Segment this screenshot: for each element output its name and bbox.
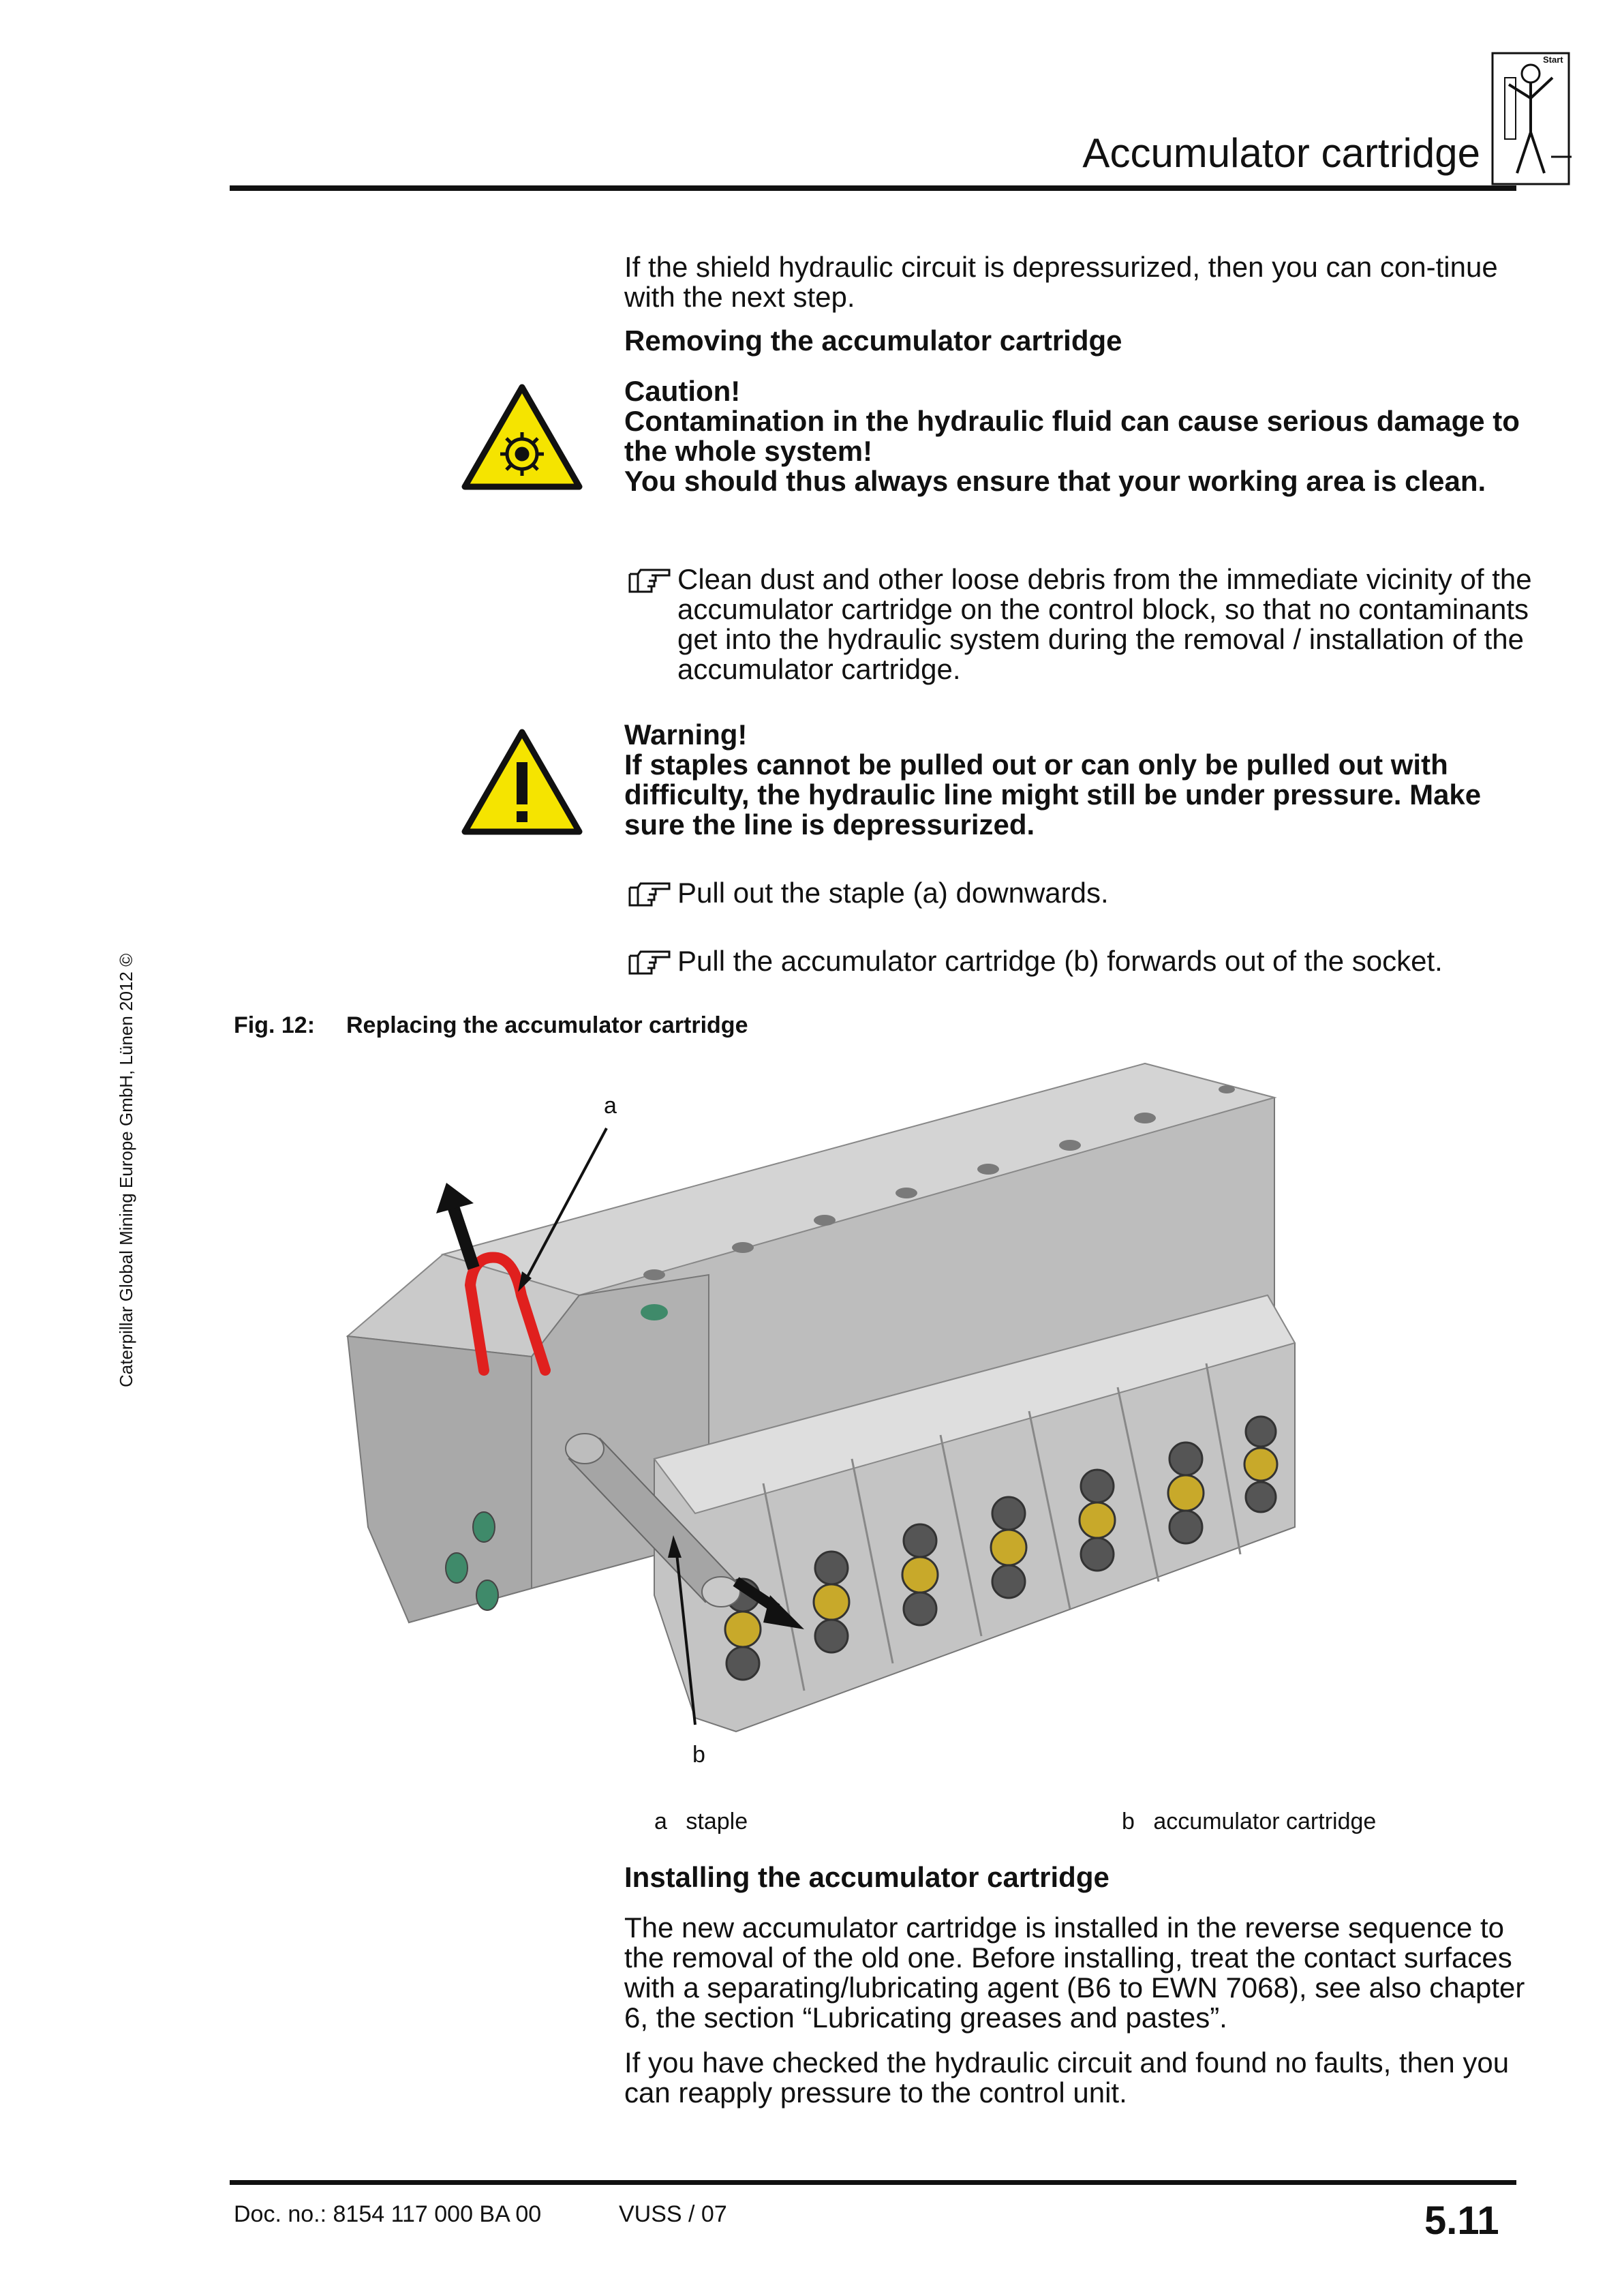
doc-number: Doc. no.: 8154 117 000 BA 00 bbox=[234, 2201, 542, 2227]
warning-exclamation-icon bbox=[461, 728, 583, 837]
caution-block: Caution! Contamination in the hydraulic … bbox=[624, 376, 1531, 496]
installing-paragraph-2: If you have checked the hydraulic circui… bbox=[624, 2046, 1510, 2109]
figure-caption: Fig. 12: Replacing the accumulator cartr… bbox=[234, 1012, 748, 1039]
figure-title: Replacing the accumulator cartridge bbox=[346, 1012, 748, 1038]
step-staple-text: Pull out the staple (a) downwards. bbox=[677, 877, 1109, 909]
start-logo-icon: Start bbox=[1490, 50, 1572, 187]
installing-paragraph-1: The new accumulator cartridge is install… bbox=[624, 1912, 1525, 2034]
callout-b: b bbox=[692, 1742, 705, 1768]
legend-label-a: staple bbox=[686, 1809, 748, 1834]
step-staple: Pull out the staple (a) downwards. bbox=[628, 878, 1535, 912]
legend-label-b: accumulator cartridge bbox=[1153, 1809, 1377, 1834]
pointing-hand-icon bbox=[628, 569, 671, 593]
figure-number: Fig. 12: bbox=[234, 1012, 316, 1038]
pull-forward-arrow bbox=[733, 1577, 804, 1629]
pointing-hand-icon bbox=[628, 882, 671, 907]
step-cartridge-text: Pull the accumulator cartridge (b) forwa… bbox=[677, 945, 1443, 977]
legend-key-a: a bbox=[654, 1809, 667, 1834]
copyright-vertical: Caterpillar Global Mining Europe GmbH, L… bbox=[116, 937, 143, 1387]
step-clean: Clean dust and other loose debris from t… bbox=[628, 564, 1535, 687]
warning-text: If staples cannot be pulled out or can o… bbox=[624, 749, 1482, 841]
start-logo-label: Start bbox=[1543, 55, 1563, 65]
step-cartridge: Pull the accumulator cartridge (b) forwa… bbox=[628, 946, 1535, 980]
caution-line-2: You should thus always ensure that your … bbox=[624, 465, 1486, 497]
caution-line-1: Contamination in the hydraulic fluid can… bbox=[624, 405, 1520, 467]
copyright-text: Caterpillar Global Mining Europe GmbH, L… bbox=[116, 953, 136, 1387]
contamination-caution-icon bbox=[461, 383, 583, 492]
warning-block: Warning! If staples cannot be pulled out… bbox=[624, 720, 1531, 840]
control-block-illustration bbox=[346, 1062, 1296, 1733]
page-number: 5.11 bbox=[1424, 2199, 1499, 2243]
intro-paragraph: If the shield hydraulic circuit is depre… bbox=[624, 251, 1498, 313]
page-title: Accumulator cartridge bbox=[1082, 130, 1480, 176]
pull-up-arrow bbox=[436, 1183, 480, 1270]
valve-ports bbox=[724, 1415, 1279, 1681]
removing-heading: Removing the accumulator cartridge bbox=[624, 324, 1122, 357]
pointing-hand-icon bbox=[628, 950, 671, 975]
legend-item-b: b accumulator cartridge bbox=[1122, 1808, 1376, 1835]
header-rule bbox=[230, 185, 1516, 191]
valve-modules bbox=[653, 1294, 1296, 1733]
installing-heading: Installing the accumulator cartridge bbox=[624, 1861, 1110, 1893]
step-clean-text: Clean dust and other loose debris from t… bbox=[677, 563, 1532, 685]
legend-item-a: a staple bbox=[654, 1808, 748, 1835]
legend-key-b: b bbox=[1122, 1809, 1135, 1834]
callout-a: a bbox=[604, 1093, 617, 1119]
doc-version: VUSS / 07 bbox=[619, 2201, 727, 2227]
caution-title: Caution! bbox=[624, 375, 741, 407]
staple bbox=[464, 1252, 551, 1376]
warning-title: Warning! bbox=[624, 719, 748, 751]
accumulator-cartridge bbox=[565, 1433, 741, 1607]
footer-rule bbox=[230, 2180, 1516, 2185]
